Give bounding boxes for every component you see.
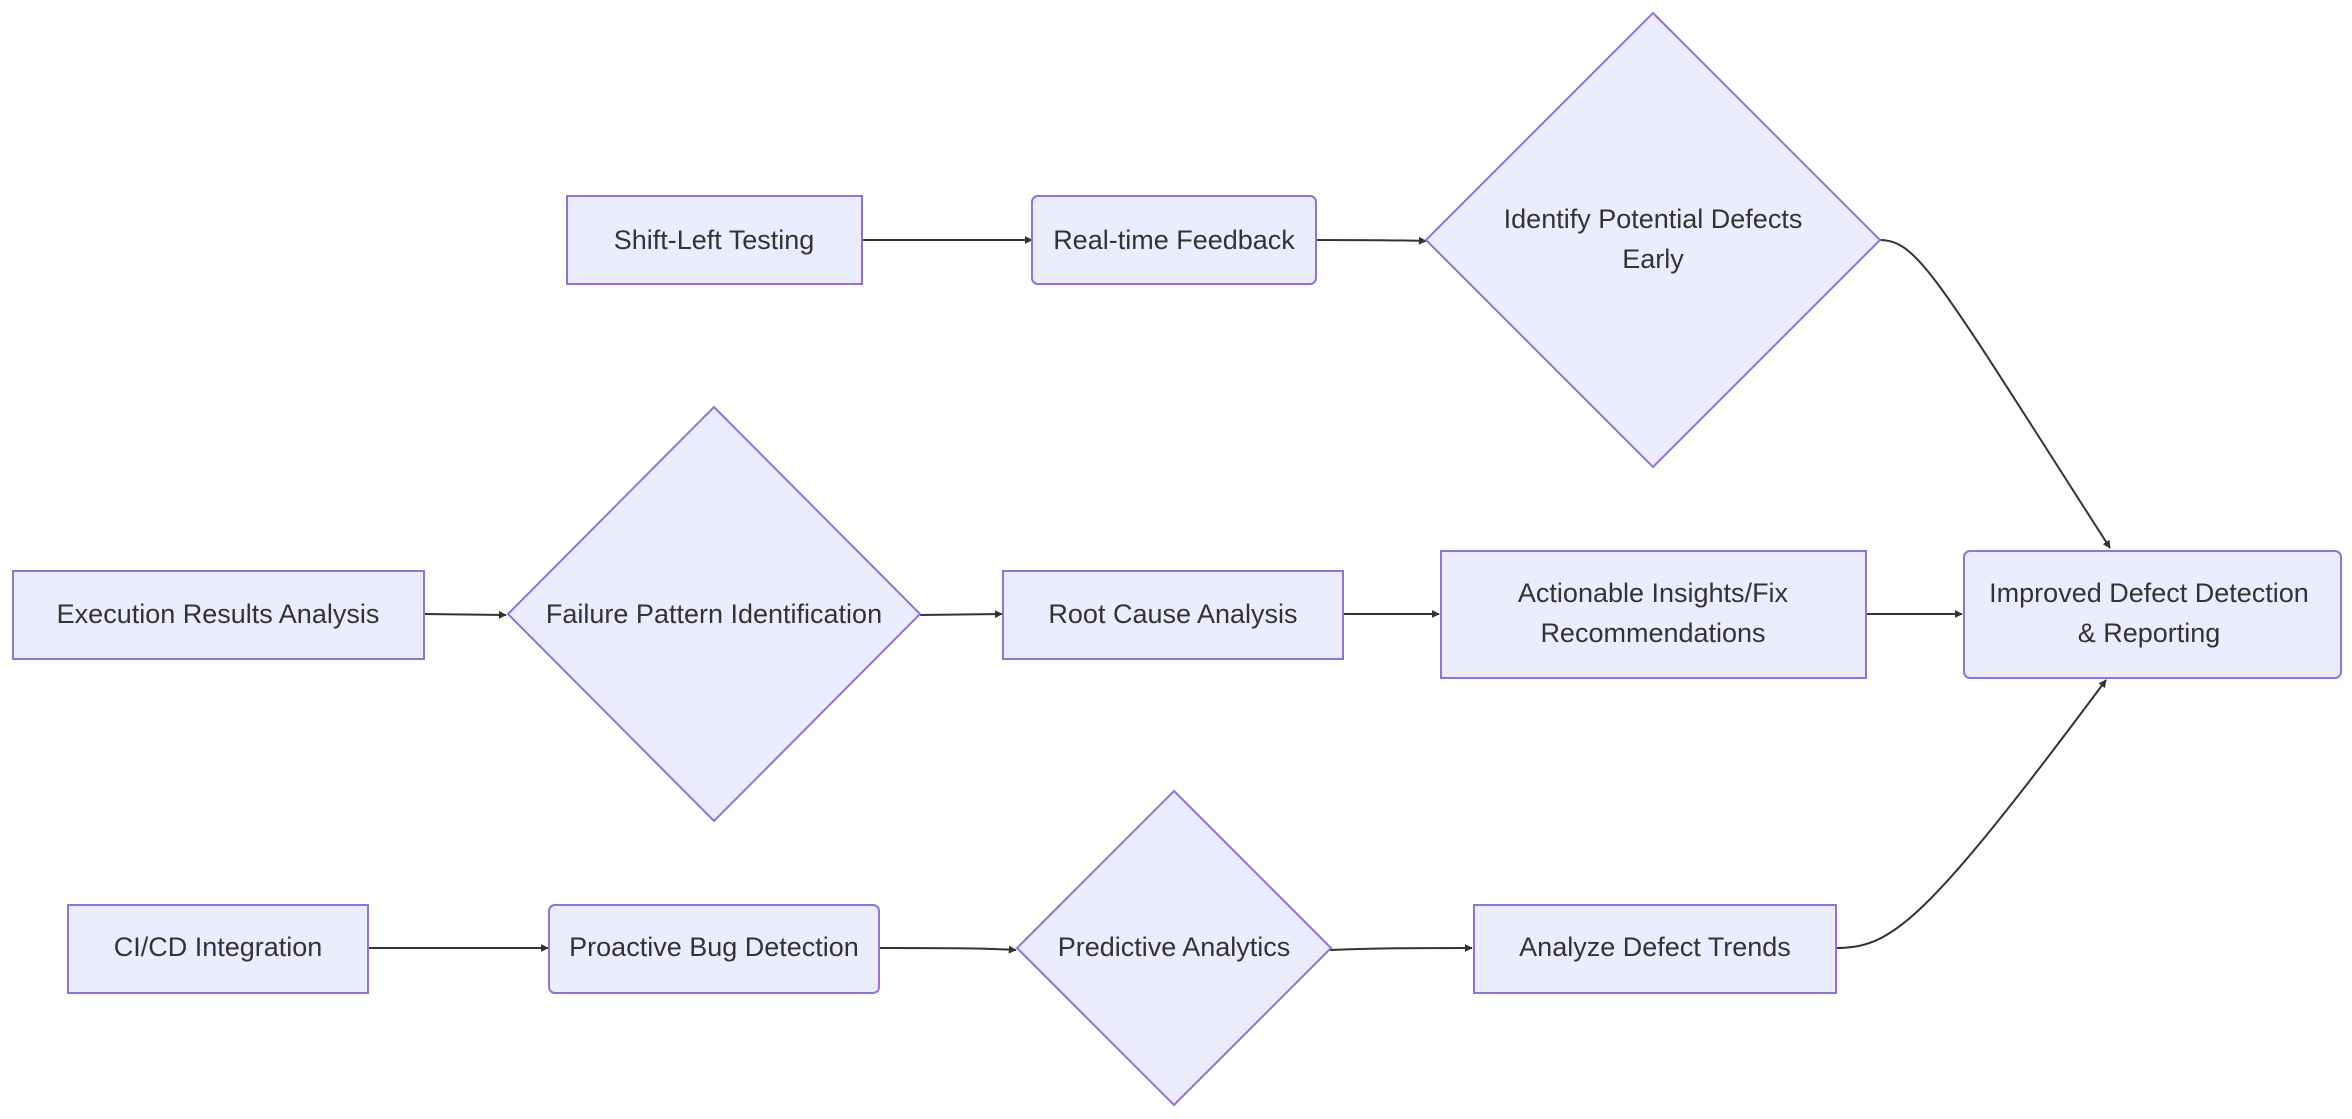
node-label: CI/CD Integration — [114, 932, 323, 962]
node-label-line-2: Recommendations — [1540, 618, 1765, 648]
edge-realtime-to-identify — [1315, 236, 1427, 245]
node-label: Real-time Feedback — [1053, 225, 1295, 255]
node-label: Proactive Bug Detection — [569, 932, 859, 962]
edge-exec-to-failure — [423, 610, 507, 619]
node-failure-pattern-identification: Failure Pattern Identification — [506, 405, 922, 823]
node-label-line-1: Identify Potential Defects — [1504, 204, 1803, 234]
node-label: Root Cause Analysis — [1048, 599, 1297, 629]
node-label-line-1: Improved Defect Detection — [1989, 578, 2309, 608]
node-actionable-insights: Actionable Insights/Fix Recommendations — [1440, 550, 1867, 679]
node-label: Execution Results Analysis — [57, 599, 380, 629]
edge-trends-to-improved — [1833, 679, 2107, 949]
node-label: Failure Pattern Identification — [546, 599, 882, 629]
node-label-line-1: Actionable Insights/Fix — [1518, 578, 1789, 608]
node-improved-defect-detection: Improved Defect Detection & Reporting — [1963, 550, 2342, 679]
node-identify-potential-defects: Identify Potential Defects Early — [1424, 11, 1882, 469]
node-analyze-defect-trends: Analyze Defect Trends — [1473, 904, 1837, 994]
edge-failure-to-root — [919, 610, 1003, 619]
node-label-line-2: & Reporting — [2078, 618, 2221, 648]
edge-identify-to-improved — [1879, 239, 2111, 549]
node-label: Shift-Left Testing — [614, 225, 815, 255]
node-root-cause-analysis: Root Cause Analysis — [1002, 570, 1344, 660]
edge-predictive-to-trends — [1329, 944, 1473, 953]
node-cicd-integration: CI/CD Integration — [67, 904, 369, 994]
node-predictive-analytics: Predictive Analytics — [1015, 789, 1333, 1107]
node-label: Predictive Analytics — [1058, 932, 1291, 962]
node-label-line-2: Early — [1622, 244, 1684, 274]
edge-proactive-to-predictive — [877, 945, 1017, 954]
node-proactive-bug-detection: Proactive Bug Detection — [548, 904, 880, 994]
node-realtime-feedback: Real-time Feedback — [1031, 195, 1317, 285]
node-label: Analyze Defect Trends — [1519, 932, 1791, 962]
edges — [368, 236, 2111, 954]
node-shift-left-testing: Shift-Left Testing — [566, 195, 863, 285]
node-execution-results-analysis: Execution Results Analysis — [12, 570, 425, 660]
